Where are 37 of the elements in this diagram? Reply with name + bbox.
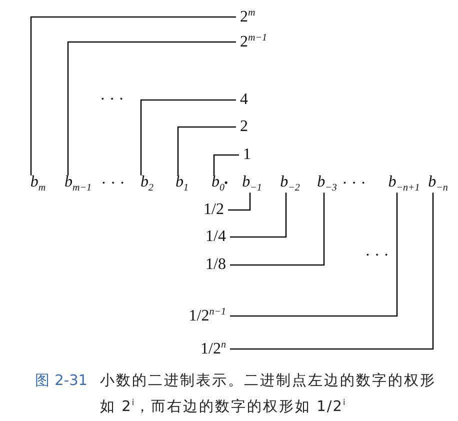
bit-symbol: b$_{−3}$ (317, 174, 337, 194)
bit-symbol: b$_{m−1}$ (64, 174, 92, 194)
leader-line (213, 154, 239, 176)
leader-line (67, 41, 236, 176)
ellipsis: · · · (100, 92, 124, 108)
caption: 小数的二进制表示。二进制点左边的数字的权形如 2$^{i}$，而右边的数字的权形如 1/2$^{i}$ (100, 372, 437, 417)
leader-line (230, 192, 434, 350)
leader-line (177, 126, 236, 176)
weight-label: 4 (240, 92, 248, 108)
bit-symbol: b$_{−n}$ (428, 174, 448, 194)
leader-line (140, 99, 236, 176)
leader-line (230, 192, 287, 238)
bit-symbol: b$_{1}$ (176, 174, 188, 194)
weight-label: 1/2$^{n−1}$ (188, 307, 226, 325)
bit-symbol: b$_{−1}$ (242, 174, 262, 194)
leader-line (230, 192, 398, 317)
bit-symbol: b$_{m}$ (30, 174, 46, 194)
bit-symbol: b$_{2}$ (140, 174, 154, 194)
binary-point: · (223, 176, 229, 192)
leader-line (30, 16, 236, 176)
bit-symbol: b$_{0}$ (212, 174, 224, 194)
ellipsis: · · · (101, 176, 125, 192)
ellipsis: · · · (342, 176, 366, 192)
weight-label: 2 (240, 119, 248, 135)
leader-line (230, 192, 325, 266)
weight-label: 1/2 (204, 202, 224, 218)
weight-label: 1/4 (206, 229, 226, 245)
figure-number: 图 2-31 (35, 374, 88, 388)
weight-label: 1 (243, 147, 251, 163)
weight-label: 1/2$^{n}$ (200, 340, 226, 358)
weight-label: 2$^{m−1}$ (240, 33, 267, 51)
weight-label: 1/8 (206, 257, 226, 273)
ellipsis: · · · (365, 248, 389, 264)
bit-symbol: b$_{−n+1}$ (388, 174, 420, 194)
bit-symbol: b$_{−2}$ (280, 174, 300, 194)
leader-line (228, 192, 251, 211)
weight-label: 2$^{m}$ (240, 8, 256, 26)
